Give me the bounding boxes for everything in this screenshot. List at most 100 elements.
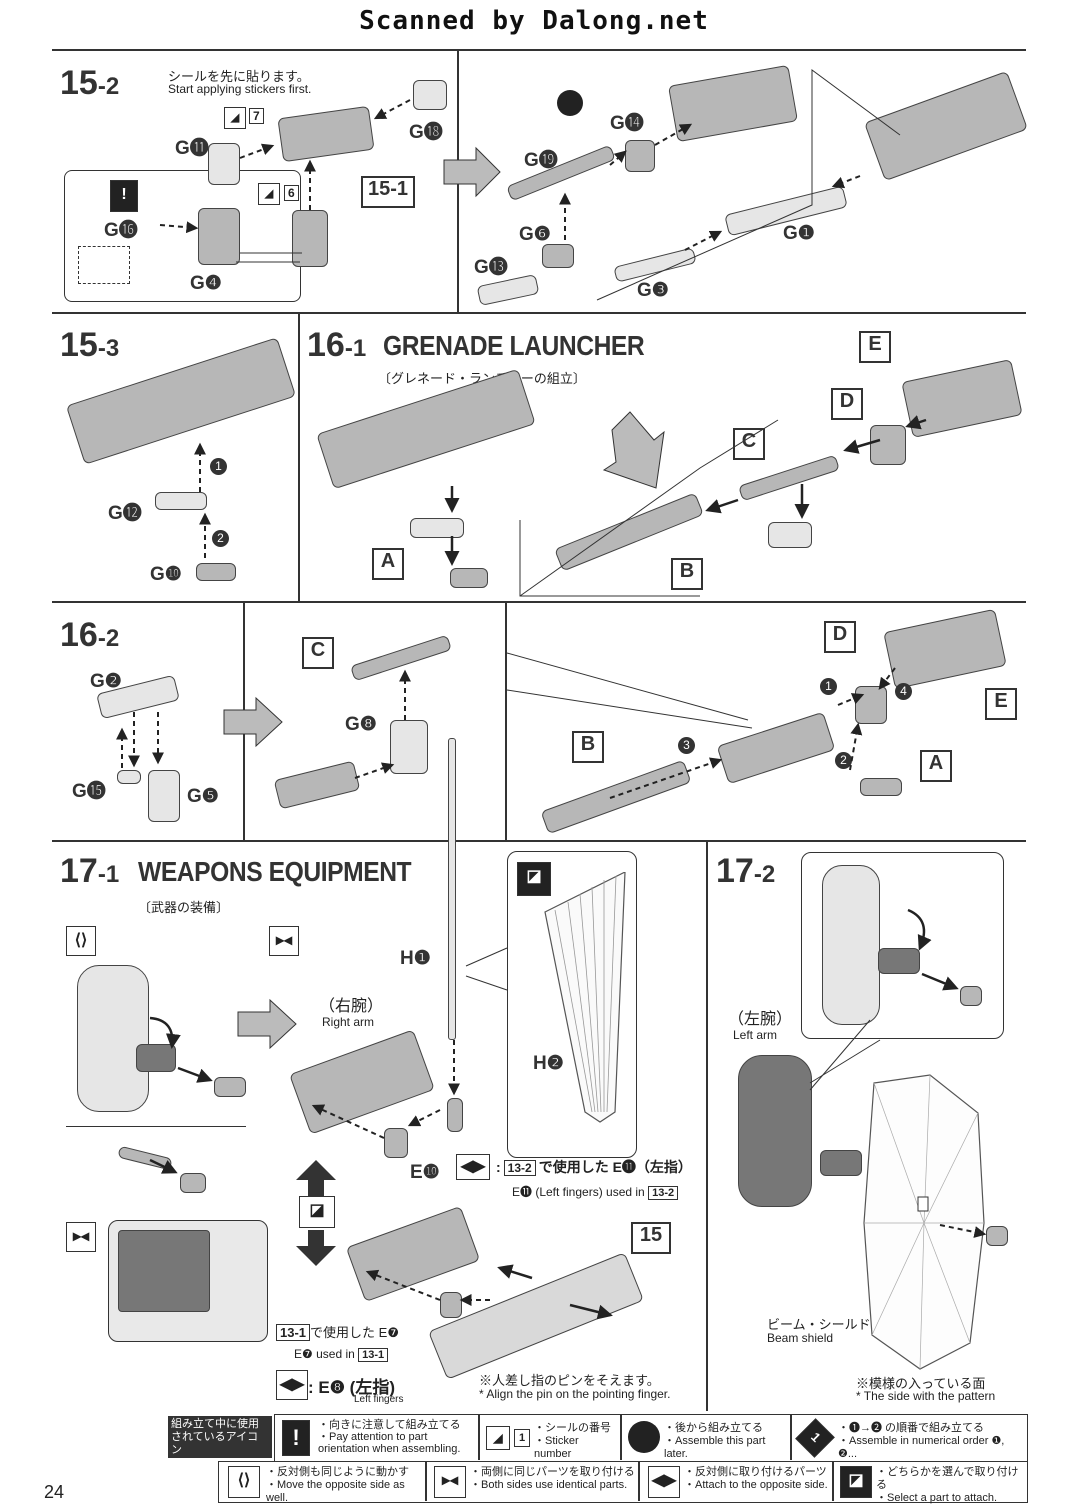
left-arm-jp: （左腕） xyxy=(728,1011,793,1028)
step-15-3-label: 15-3 xyxy=(60,326,120,364)
grenade-launcher-title-jp: 〔グレネード・ランチャーの組立〕 xyxy=(378,371,586,386)
hand-part xyxy=(878,948,920,974)
divider xyxy=(425,1461,427,1501)
caution-icon: ! xyxy=(110,180,138,212)
part-preview xyxy=(768,522,812,548)
hand-part xyxy=(820,1150,862,1176)
pin-note-jp: ※人差し指のピンをそえます。 xyxy=(479,1373,660,1388)
divider xyxy=(66,1126,246,1127)
part-h1: H❶ xyxy=(400,948,431,969)
label-a: A xyxy=(920,750,952,782)
note-e11-en-text: E⓫ (Left fingers) used in xyxy=(512,1185,645,1199)
part-a-shape xyxy=(860,778,902,796)
part-g14: G⓮ xyxy=(610,113,644,134)
beam-saber-hilt xyxy=(447,1098,463,1132)
divider xyxy=(790,1414,792,1460)
legend-mirror: ・反対側も同じように動かす ・Move the opposite side as… xyxy=(266,1466,422,1505)
part-e10-shape xyxy=(384,1128,408,1158)
part-g13: G⓭ xyxy=(474,257,508,278)
label-d: D xyxy=(831,388,863,420)
legend-select-jp: ・どちらかを選んで取り付ける xyxy=(876,1466,1019,1491)
part-g18: G⓲ xyxy=(409,122,443,143)
legend-order: ・❶→❷ の順番で組み立てる ・Assemble in numerical or… xyxy=(838,1422,1024,1461)
step-16-1-label: 16-1 xyxy=(307,326,367,364)
label-c: C xyxy=(302,637,334,669)
hand-part xyxy=(960,986,982,1006)
legend-title: 組み立て中に使用 されているアイコン Symbols used in instr… xyxy=(168,1416,272,1481)
legend-both: ・両側に同じパーツを取り付ける ・Both sides use identica… xyxy=(470,1466,636,1492)
divider xyxy=(52,601,1026,603)
divider xyxy=(52,49,1026,51)
sticker-number: 6 xyxy=(284,185,299,201)
order-2-badge: 2 xyxy=(835,752,852,769)
part-g18-shape xyxy=(413,80,447,110)
weapons-equipment-title: WEAPONS EQUIPMENT xyxy=(138,856,412,887)
note-e11-text: で使用した E⓫（左指） xyxy=(538,1159,692,1175)
beam-shield-jp: ビーム・シールド xyxy=(767,1317,871,1332)
divider xyxy=(620,1414,622,1460)
right-arm-en: Right arm xyxy=(322,1015,375,1029)
part-g15: G⓯ xyxy=(72,781,106,802)
legend-opposite: ・反対側に取り付けるパーツ ・Attach to the opposite si… xyxy=(684,1466,830,1492)
part-e10: E❿ xyxy=(410,1162,440,1183)
part-a-shape xyxy=(450,568,488,588)
order-1-badge: 1 xyxy=(210,458,227,475)
sticker-note-en: Start applying stickers first. xyxy=(168,82,312,96)
part-g10-shape xyxy=(196,563,236,581)
part-g19: G⓳ xyxy=(524,150,558,171)
order-2-badge: 2 xyxy=(212,530,229,547)
left-arm-part xyxy=(738,1055,812,1207)
divider xyxy=(505,602,507,840)
legend-later-en: ・Assemble this part later. xyxy=(664,1435,766,1460)
part-g4: G❹ xyxy=(190,273,222,294)
label-b: B xyxy=(671,558,703,590)
assemble-later-icon xyxy=(557,90,583,116)
ref-box: 13-1 xyxy=(358,1348,389,1362)
divider xyxy=(52,312,1026,314)
weapons-equipment-title-jp: 〔武器の装備〕 xyxy=(138,900,230,915)
left-arm-en: Left arm xyxy=(733,1028,778,1042)
part-g8: G❽ xyxy=(345,714,377,735)
note-e7-text: で使用した E❼ xyxy=(310,1325,399,1340)
select-part-icon: ◪ xyxy=(517,862,551,896)
legend-sticker: ・シールの番号 ・Sticker number xyxy=(534,1422,618,1461)
order-3-badge: 3 xyxy=(678,737,695,754)
pin-note-en: * Align the pin on the pointing finger. xyxy=(479,1387,671,1401)
legend-select: ・どちらかを選んで取り付ける ・Select a part to attach. xyxy=(876,1466,1024,1505)
legend-mirror-jp: ・反対側も同じように動かす xyxy=(266,1466,409,1478)
opposite-side-icon: ◀▶ xyxy=(456,1154,490,1180)
beam-shield-en: Beam shield xyxy=(767,1331,834,1345)
hand-part xyxy=(180,1173,206,1193)
legend-both-en: ・Both sides use identical parts. xyxy=(470,1479,628,1491)
label-a: A xyxy=(372,548,404,580)
legend-mirror-en: ・Move the opposite side as well. xyxy=(266,1479,405,1504)
legend-select-en: ・Select a part to attach. xyxy=(876,1492,998,1504)
part-g12: G⓬ xyxy=(108,503,142,524)
legend-sticker-en: ・Sticker number xyxy=(534,1435,579,1460)
opposite-side-icon: ◀▶ xyxy=(276,1370,308,1400)
part-g16: G⓰ xyxy=(104,220,138,241)
reference-box: 15-1 xyxy=(361,176,415,208)
divider xyxy=(832,1461,834,1501)
pattern-note-en: * The side with the pattern xyxy=(856,1389,996,1403)
beam-effect-h2 xyxy=(544,872,626,1123)
both-sides-icon: ▸◂ xyxy=(269,926,299,956)
part-g1: G❶ xyxy=(783,223,815,244)
sticker-number: 7 xyxy=(249,108,264,124)
caution-icon: ! xyxy=(282,1420,310,1456)
divider xyxy=(298,313,300,601)
legend-opposite-en: ・Attach to the opposite side. xyxy=(684,1479,828,1491)
scan-watermark-title: Scanned by Dalong.net xyxy=(359,6,709,36)
sticker-note-jp: シールを先に貼ります。 xyxy=(168,69,310,84)
part-g11-shape xyxy=(208,143,240,185)
beam-effect-callout xyxy=(507,851,637,1158)
note-e11-en: E⓫ (Left fingers) used in 13-2 xyxy=(512,1183,679,1200)
part-h2: H❷ xyxy=(533,1053,564,1074)
label-e: E xyxy=(985,688,1017,720)
arm-part xyxy=(822,865,880,1025)
select-part-icon: ◪ xyxy=(299,1196,335,1228)
opposite-side-icon: ◀▶ xyxy=(648,1466,680,1498)
beam-shield-shape xyxy=(863,1074,985,1370)
label-e: E xyxy=(859,331,891,363)
